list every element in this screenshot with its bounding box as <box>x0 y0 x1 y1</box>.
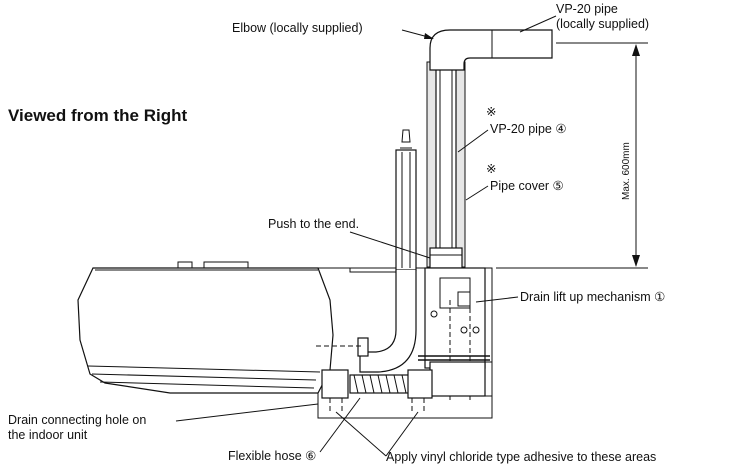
drain-lift-mechanism <box>418 267 493 400</box>
adhesive-label: Apply vinyl chloride type adhesive to th… <box>386 450 656 464</box>
vp20-top-label-line1: VP-20 pipe <box>556 2 618 16</box>
vp20-pipe-label: VP-20 pipe ④ <box>490 122 567 136</box>
flexible-hose-label: Flexible hose ⑥ <box>228 449 316 463</box>
height-dimension: Max. 600mm <box>496 42 648 269</box>
asterisk-mark-1: ※ <box>486 105 496 119</box>
drain-hole-label-line1: Drain connecting hole on <box>8 413 146 427</box>
vp20-drain-pipe <box>426 29 553 269</box>
drain-lift-label: Drain lift up mechanism ① <box>520 290 665 304</box>
pipe-cover-label: Pipe cover ⑤ <box>490 179 564 193</box>
max-height-label: Max. 600mm <box>621 142 632 200</box>
annotations: Elbow (locally supplied) VP-20 pipe (loc… <box>8 2 665 464</box>
refrigerant-pipe-left <box>316 129 417 373</box>
elbow <box>429 29 553 71</box>
flexible-hose <box>321 369 433 412</box>
drain-hole-label-line2: the indoor unit <box>8 428 88 442</box>
vp20-top-label-line2: (locally supplied) <box>556 17 649 31</box>
push-to-end-label: Push to the end. <box>268 217 359 231</box>
asterisk-mark-2: ※ <box>486 162 496 176</box>
diagram-title: Viewed from the Right <box>8 106 187 125</box>
indoor-unit <box>77 261 493 419</box>
elbow-label: Elbow (locally supplied) <box>232 21 363 35</box>
